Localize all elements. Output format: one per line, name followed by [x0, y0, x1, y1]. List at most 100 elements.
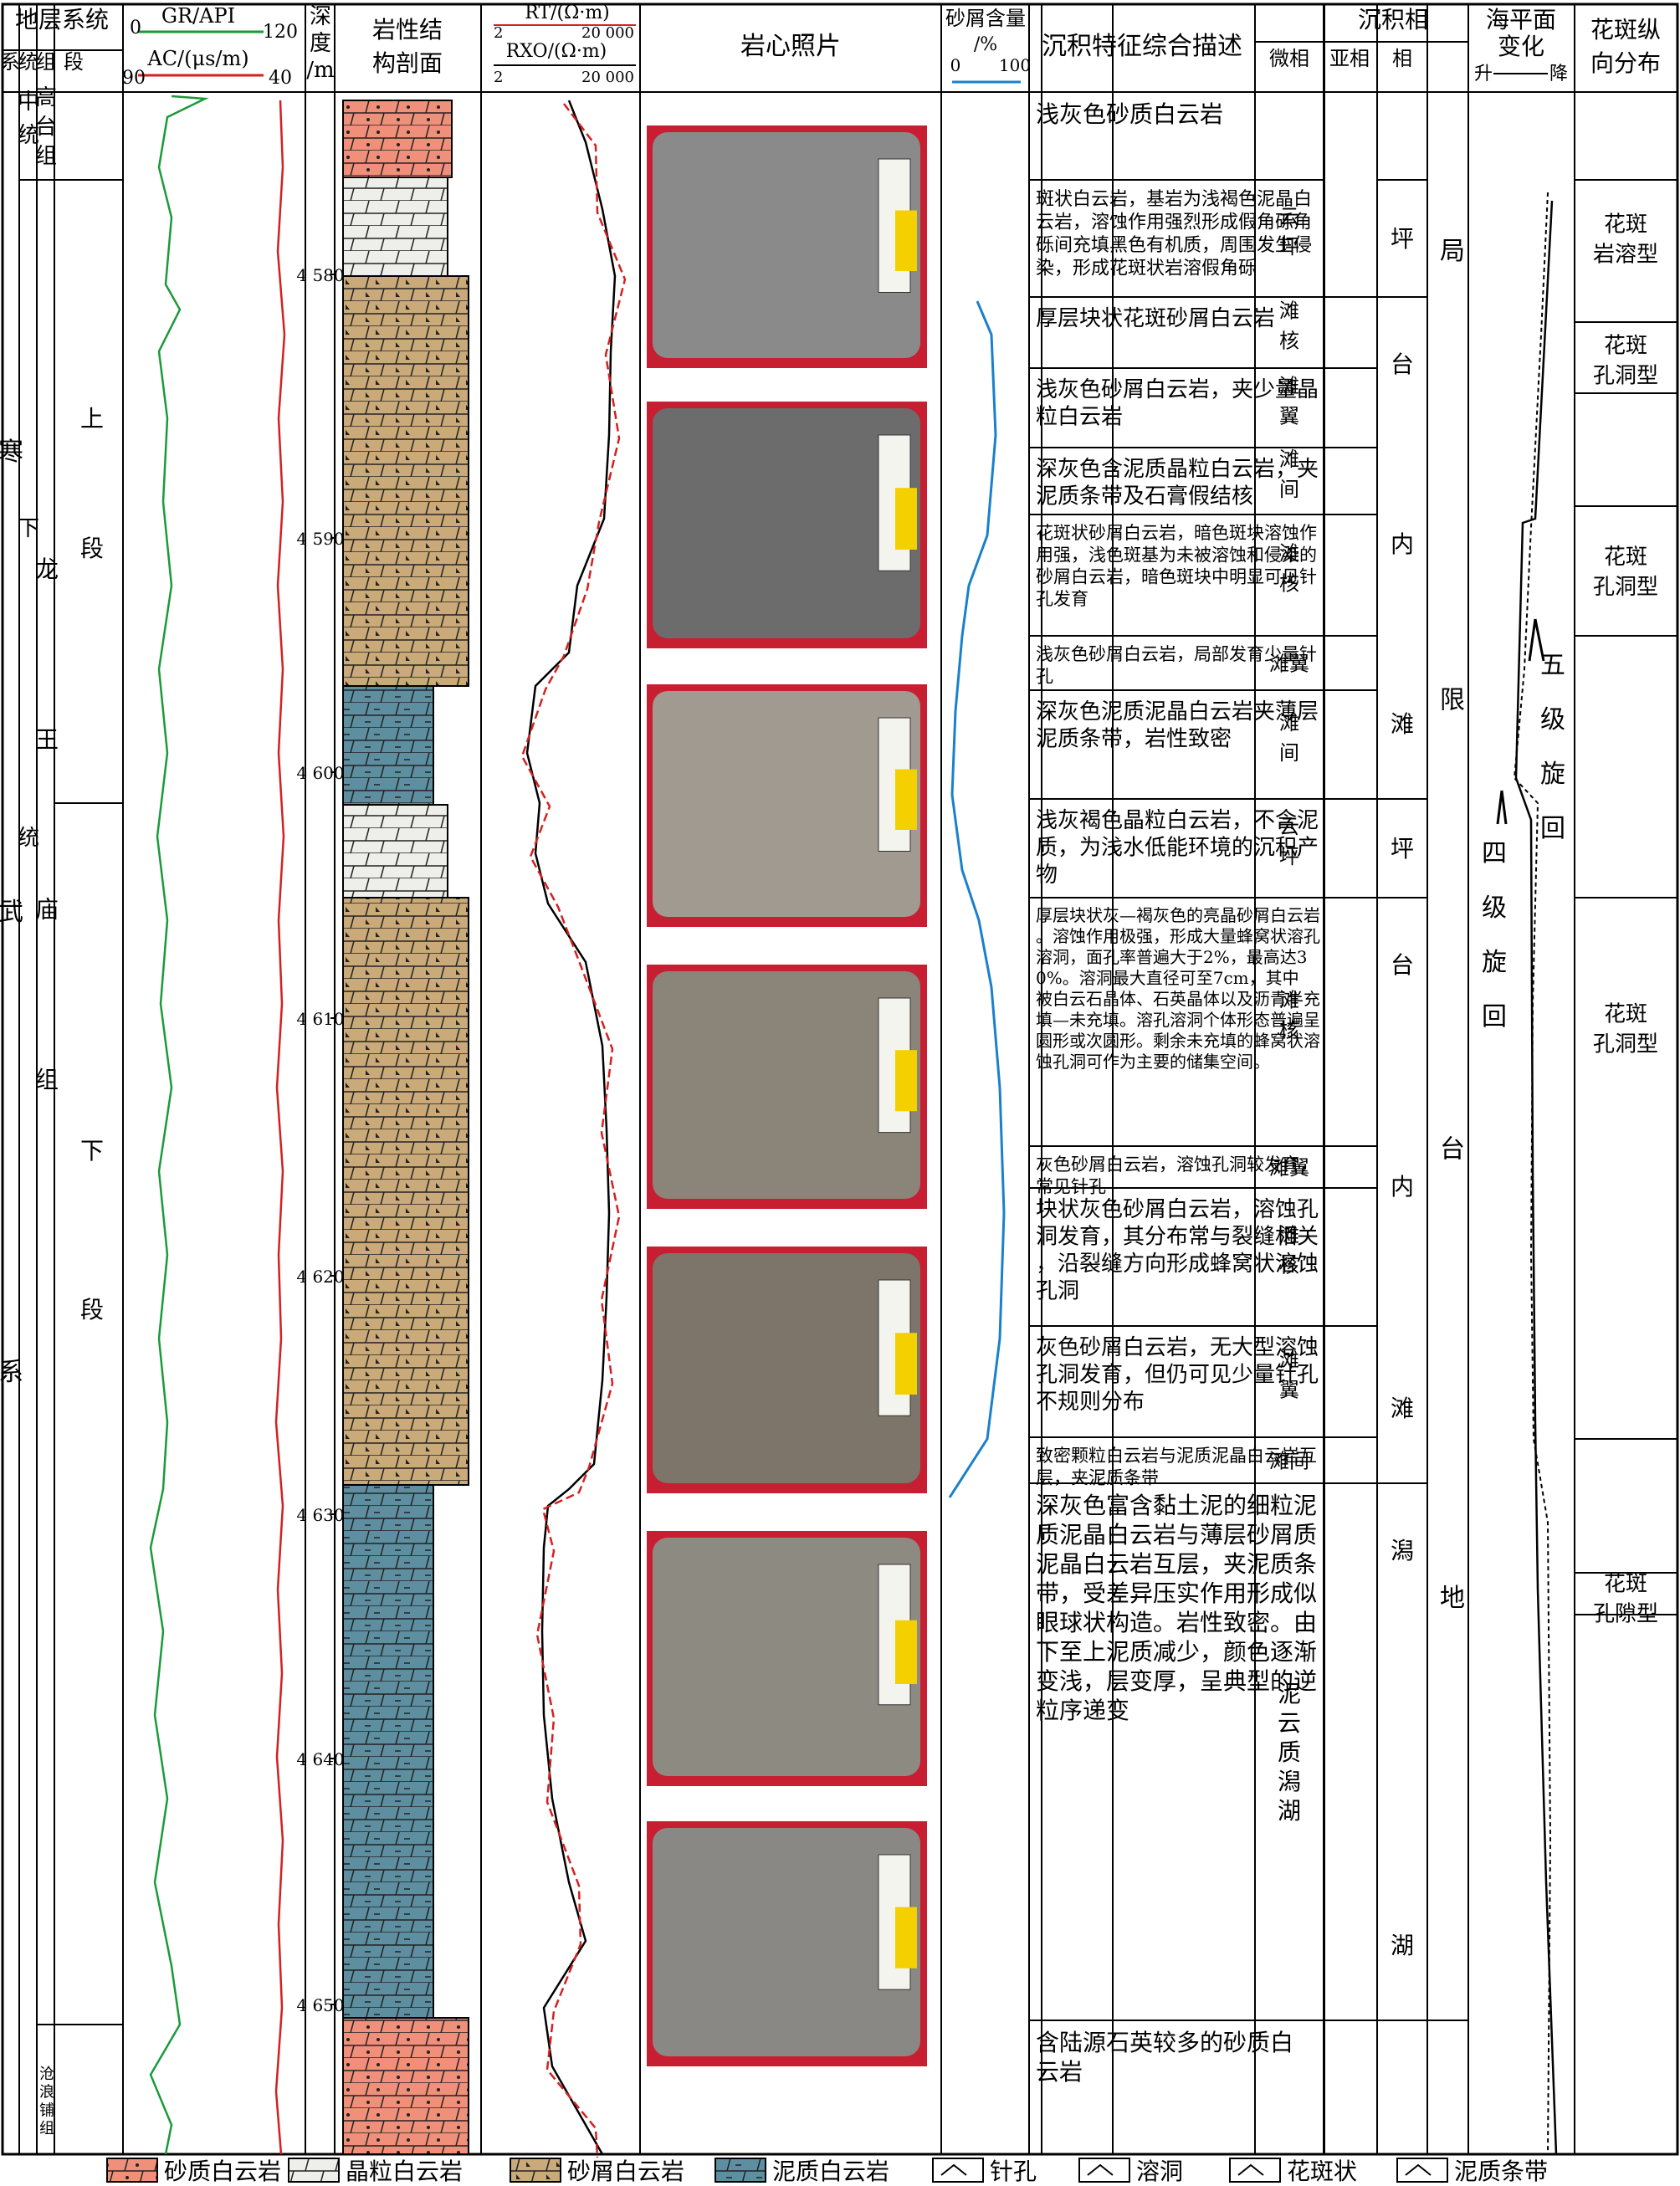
litho-h2: 构剖面 [372, 49, 443, 77]
micro-facies-label: 云坪 [1279, 815, 1299, 868]
formation-canglangpu-label-char: 组 [39, 2120, 54, 2137]
system-label-char: 寒 [0, 438, 23, 467]
core-photo [653, 691, 920, 917]
desc-text-line: 蚀孔洞可作为主要的储集空间。 [1036, 1052, 1270, 1072]
desc-text-line: 孔发育 [1036, 589, 1088, 609]
desc-text-line: 砾间充填黑色有机质，周围发生侵 [1036, 235, 1312, 256]
micro-facies-label-char: 云 [1279, 815, 1299, 838]
desc-text: 浅灰色砂质白云岩 [1036, 100, 1223, 128]
sub-facies-label: 台内滩 [1391, 351, 1414, 738]
desc-text-line: 泥晶白云岩互层，夹泥质条 [1036, 1550, 1317, 1578]
core-photo [653, 408, 920, 638]
core-photo [653, 1253, 920, 1483]
desc-text-line: 质，为浅水低能环境的沉积产 [1036, 836, 1319, 861]
micro-facies-label: 滩核 [1279, 542, 1299, 596]
sand-min: 0 [950, 55, 961, 75]
desc-text: 灰色砂屑白云岩，溶蚀孔洞较发育，常见针孔 [1036, 1154, 1317, 1196]
series-middle-label: 中统 [18, 90, 39, 148]
micro-facies-label-char: 核 [1279, 330, 1299, 353]
micro-facies-label: 滩核 [1279, 1224, 1299, 1277]
micro-facies-label-char: 云 [1279, 205, 1299, 228]
desc-text-line: 常见针孔 [1036, 1176, 1106, 1196]
formation-longwangmiao-label-char: 龙 [35, 555, 59, 583]
depth-tick-label: 4 630 [296, 1505, 344, 1525]
phase-header: 相 [1392, 47, 1412, 70]
depth-tick-label: 4 620 [296, 1267, 344, 1287]
desc-text-line: 浅灰色砂屑白云岩，局部发育少量针 [1036, 644, 1317, 664]
facies-label-char: 局 [1440, 237, 1465, 266]
fifth-cycle-arrow [1528, 618, 1545, 662]
fifth-cycle-label-char: 级 [1540, 705, 1565, 735]
desc-text-line: 深灰色泥质泥晶白云岩夹薄层 [1036, 699, 1319, 724]
depth-tick-label: 4 610 [296, 1009, 344, 1029]
micro-facies-label-char: 翼 [1279, 405, 1299, 428]
legend-swatch [932, 2158, 984, 2183]
fourth-cycle-arrow [1496, 790, 1508, 825]
sea-down: 降 [1549, 64, 1568, 84]
micro-facies-label-char: 间 [1279, 741, 1299, 765]
micro-facies-label-char: 滩 [1279, 1349, 1299, 1372]
system-label: 寒武系 [0, 438, 23, 1387]
desc-text-line: 变浅，层变厚，呈典型的逆 [1036, 1667, 1317, 1695]
core-photo [653, 1538, 920, 1776]
desc-text: 花斑状砂屑白云岩，暗色斑块溶蚀作用强，浅色斑基为未被溶蚀和侵染的砂屑白云岩，暗色… [1036, 523, 1317, 609]
desc-text-line: 砂屑白云岩，暗色斑块中明显可见针 [1036, 567, 1317, 587]
gr-axis-label: GR/API [161, 4, 235, 28]
micro-facies-label-char: 滩 [1279, 299, 1299, 323]
sub-header: 亚相 [1329, 47, 1370, 70]
formation-longwangmiao-label-char: 组 [35, 1066, 59, 1093]
desc-text-line: 粒序递变 [1036, 1697, 1129, 1724]
sub-facies-label: 坪 [1391, 225, 1414, 253]
micro-facies-label-char: 坪 [1279, 235, 1299, 259]
legend-swatch [288, 2158, 340, 2183]
desc-text-line: 层，夹泥质条带 [1036, 1467, 1159, 1487]
lithology-layer [342, 177, 448, 277]
desc-text-line: 泥质条带，岩性致密 [1036, 727, 1232, 752]
desc-text-line: 致密颗粒白云岩与泥质泥晶白云岩互 [1036, 1446, 1317, 1466]
lithology-layer [342, 804, 448, 898]
facies-label-char: 台 [1440, 1134, 1465, 1164]
rxo-axis-label: RXO/(Ω·m) [506, 41, 607, 62]
fourth-cycle-label-char: 旋 [1482, 948, 1507, 977]
sub-facies-label-char: 台 [1391, 951, 1414, 979]
micro-facies-label-char: 潟 [1278, 1768, 1301, 1795]
legend-symbol [940, 2163, 967, 2176]
member-upper-label: 上段 [80, 405, 104, 562]
desc-text-line: 质泥晶白云岩与薄层砂屑质 [1036, 1521, 1317, 1549]
micro-facies-label-char: 滩 [1279, 1224, 1299, 1247]
series-middle-label-char: 统 [18, 123, 39, 148]
micro-facies-label: 滩间 [1269, 1450, 1309, 1473]
legend-label: 泥质白云岩 [772, 2158, 889, 2185]
micro-facies-label-char: 湖 [1278, 1797, 1301, 1825]
desc-text-line: 浅灰色砂屑白云岩，夹少量晶 [1036, 377, 1319, 402]
desc-text-line: 不规则分布 [1036, 1390, 1145, 1415]
desc-text-line: 眼球状构造。岩性致密。由 [1036, 1609, 1317, 1636]
legend-label: 泥质条带 [1454, 2158, 1548, 2185]
micro-facies-label-char: 滩 [1279, 448, 1299, 471]
desc-text-line: 填—未充填。溶孔溶洞个体形态普遍呈 [1036, 1010, 1320, 1030]
lithology-layer [342, 685, 434, 806]
sub-facies-label: 坪 [1391, 835, 1414, 863]
desc-text-line: 洞发育，其分布常与裂缝相关 [1036, 1225, 1319, 1250]
legend-label: 砂屑白云岩 [567, 2158, 684, 2185]
system-label-char: 系 [0, 1358, 23, 1387]
depth-tick-label: 4 580 [296, 265, 344, 285]
hb-type-line: 花斑 [1604, 212, 1647, 238]
desc-text-line: 带，受差异压实作用形成似 [1036, 1579, 1317, 1607]
micro-facies-label-char: 滩 [1279, 711, 1299, 735]
sand-content-curve [948, 300, 1006, 1498]
fifth-cycle-label-char: 五 [1540, 651, 1565, 680]
micro-facies-label: 滩核 [1279, 299, 1299, 353]
sub-facies-label: 台内滩 [1391, 951, 1414, 1422]
formation-longwangmiao-label-char: 王 [35, 725, 59, 753]
sand-h1: 砂屑含量 [945, 7, 1026, 30]
